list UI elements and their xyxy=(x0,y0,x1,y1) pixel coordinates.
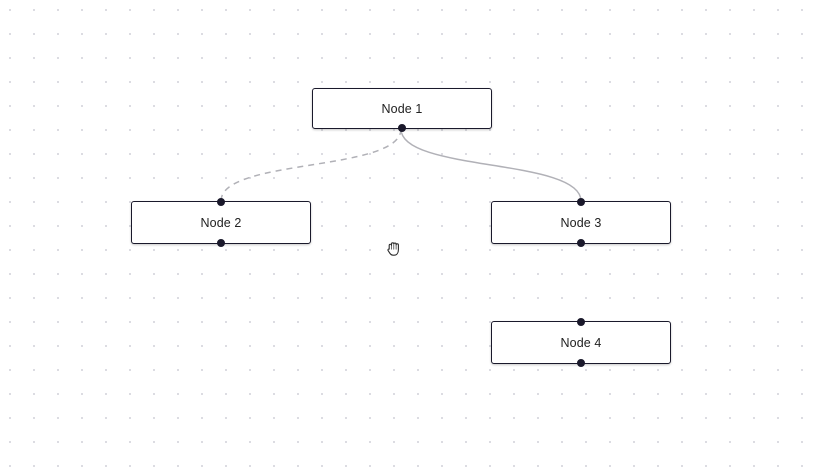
node-1-label: Node 1 xyxy=(381,101,423,116)
node-4-handle-bottom[interactable] xyxy=(577,359,585,367)
node-3-handle-top[interactable] xyxy=(577,198,585,206)
node-1[interactable]: Node 1 xyxy=(312,88,492,132)
node-4-label: Node 4 xyxy=(560,335,602,350)
node-4[interactable]: Node 4 xyxy=(491,318,671,367)
node-1-handle-bottom[interactable] xyxy=(398,124,406,132)
node-2-handle-top[interactable] xyxy=(217,198,225,206)
node-2-handle-bottom[interactable] xyxy=(217,239,225,247)
node-4-handle-top[interactable] xyxy=(577,318,585,326)
node-2[interactable]: Node 2 xyxy=(131,198,311,247)
grab-hand-cursor-icon xyxy=(387,242,399,256)
node-3-label: Node 3 xyxy=(560,215,602,230)
node-2-label: Node 2 xyxy=(200,215,242,230)
edge-node1-node3[interactable] xyxy=(400,128,582,202)
node-3-handle-bottom[interactable] xyxy=(577,239,585,247)
edge-node1-node2[interactable] xyxy=(220,128,402,202)
node-3[interactable]: Node 3 xyxy=(491,198,671,247)
